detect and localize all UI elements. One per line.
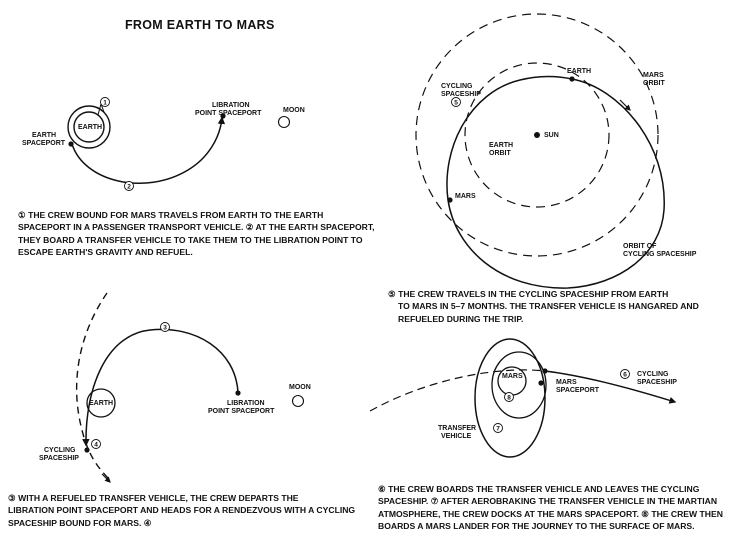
earth-spaceport-label: EARTH SPACEPORT [22,132,66,147]
mars-dot [447,197,453,203]
mars-spaceport-dot [538,380,544,386]
panel-4-diagram: MARS MARS SPACEPORT 6 CYCLING SPACESHIP … [369,338,677,458]
caption-line: SPACESHIP. ⑦ AFTER AEROBRAKING THE TRANS… [378,496,718,507]
caption-line: SPACEPORT IN A PASSENGER TRANSPORT VEHIC… [18,222,375,233]
mars-label: MARS [502,373,523,380]
earth-orbit-label: EARTH ORBIT [489,142,515,157]
step-8-marker [504,392,514,402]
step-7-number: 7 [496,426,500,433]
step-8-number: 8 [507,395,511,402]
caption-step-3-4: ③ WITH A REFUELED TRANSFER VEHICLE, THE … [8,492,355,529]
caption-line: BOARDS A MARS LANDER FOR THE JOURNEY TO … [378,521,695,532]
libration-point-dot [235,390,241,396]
panel-3-diagram: SUN EARTH MARS MARS ORBIT CYCLING SPACES… [415,13,697,289]
cycling-spaceship-label: CYCLING SPACESHIP [441,83,481,98]
panel-2-diagram: EARTH 3 4 CYCLING SPACESHIP LIBRATION PO… [39,292,311,483]
step-6-marker [620,369,630,379]
transfer-trajectory [71,116,226,184]
page-title: FROM EARTH TO MARS [125,18,275,32]
caption-step-1-2: ① THE CREW BOUND FOR MARS TRAVELS FROM E… [18,209,375,259]
earth-label: EARTH [567,68,591,75]
panel-1-diagram: EARTH 1 2 EARTH SPACEPORT LIBRATION POIN… [22,97,305,191]
caption-line: THEY BOARD A TRANSFER VEHICLE TO TAKE TH… [18,234,363,245]
caption-line: ESCAPE EARTH'S GRAVITY AND REFUEL. [18,247,193,258]
cycling-spaceship-orbit [446,75,665,289]
earth-outer-orbit [67,105,111,149]
step-1-marker [100,97,110,107]
cycling-path-solid [544,370,677,404]
step-5-number: 5 [454,100,458,107]
sun-label: SUN [544,132,559,139]
mars-orbit-label: MARS ORBIT [643,72,666,87]
aerobraking-orbit [491,351,547,419]
caption-step-5: ⑤ THE CREW TRAVELS IN THE CYCLING SPACES… [388,288,699,325]
earth-dot [569,76,575,82]
moon-label: MOON [283,107,305,114]
sun-dot [534,132,540,138]
step-7-marker [493,423,503,433]
mars-orbit [415,13,659,257]
libration-spaceport-label: LIBRATION POINT SPACEPORT [195,102,262,117]
earth-label: EARTH [78,124,102,131]
caption-line: ⑥ THE CREW BOARDS THE TRANSFER VEHICLE A… [378,484,700,494]
cycling-spaceship-label: CYCLING SPACESHIP [637,371,677,386]
orbit-direction-arrow [619,99,631,111]
caption-line: ⑤ THE CREW TRAVELS IN THE CYCLING SPACES… [388,289,669,299]
caption-line: REFUELED DURING THE TRIP. [398,313,524,324]
mars-label: MARS [455,193,476,200]
cycling-arrow [101,473,111,483]
earth-planet [86,388,116,418]
earth-spaceport-dot [68,141,74,147]
earth-orbit [464,62,610,208]
cycling-spaceship-path [75,292,111,481]
earth-label: EARTH [89,400,113,407]
step-6-number: 6 [623,372,627,379]
step-4-number: 4 [94,442,98,449]
caption-line: SPACESHIP BOUND FOR MARS. ④ [8,517,152,528]
step-4-marker [91,439,101,449]
step-2-number: 2 [127,184,131,191]
step-3-marker [160,322,170,332]
orbit-of-cycling-label: ORBIT OF CYCLING SPACESHIP [623,243,697,258]
earth-planet [73,111,105,143]
step-3-number: 3 [163,325,167,332]
moon-circle [277,115,291,129]
caption-line: ATMOSPHERE, THE CREW DOCKS AT THE MARS S… [378,508,723,519]
caption-line: LIBRATION POINT SPACEPORT AND HEADS FOR … [8,505,356,516]
cycling-spaceship-label: CYCLING SPACESHIP [39,447,79,462]
step-5-marker [451,97,461,107]
step-2-marker [124,181,134,191]
caption-line: TO MARS IN 5–7 MONTHS. THE TRANSFER VEHI… [398,301,699,312]
caption-step-6-8: ⑥ THE CREW BOARDS THE TRANSFER VEHICLE A… [378,483,723,533]
transfer-vehicle-orbit [474,338,546,458]
moon-label: MOON [289,384,311,391]
caption-line: ③ WITH A REFUELED TRANSFER VEHICLE, THE … [8,493,299,503]
moon-circle [291,394,305,408]
libration-point-dot [220,113,226,119]
mars-spaceport-label: MARS SPACEPORT [556,379,600,394]
step-1-number: 1 [103,100,107,107]
caption-line: ① THE CREW BOUND FOR MARS TRAVELS FROM E… [18,210,324,220]
libration-spaceport-label: LIBRATION POINT SPACEPORT [208,400,275,415]
mars-planet [497,366,527,396]
transfer-vehicle-label: TRANSFER VEHICLE [438,425,478,440]
cycling-spaceship-dot [84,447,90,453]
rendezvous-trajectory [82,328,239,447]
